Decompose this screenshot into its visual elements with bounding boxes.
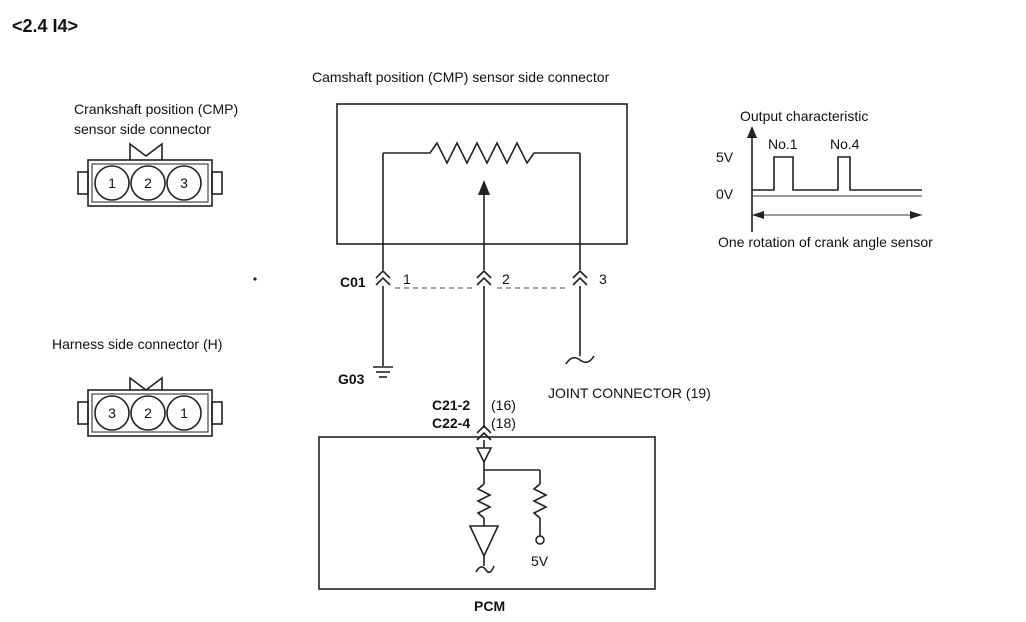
cmp-sensor-box [336,103,628,245]
connector-c01-label: C01 [340,274,366,290]
connector-c01-pin2-symbol [476,269,492,286]
joint-connector-symbol [565,355,595,365]
pin2-label: 2 [502,271,510,287]
connector-c01-pin3-symbol [572,269,588,286]
pcm-connector1-pin: (16) [491,397,516,413]
pcm-connector2-label: C22-4 [432,415,470,431]
ground-symbol [373,366,393,378]
stray-dot [253,277,257,281]
harness-pin-2: 2 [144,405,152,421]
output-high-level-label: 5V [716,149,734,165]
cmp-connector-title: Camshaft position (CMP) sensor side conn… [312,69,610,85]
crank-connector-title-line2: sensor side connector [74,121,211,137]
pcm-label: PCM [474,598,505,614]
crank-pin-3: 3 [180,175,188,191]
pcm-internal-circuit [468,440,548,574]
output-low-level-label: 0V [716,186,734,202]
harness-connector-icon: 3 2 1 [77,376,223,437]
cmp-resistor [383,141,580,165]
connector-c01-pin1-symbol [375,269,391,286]
pcm-box [318,436,656,590]
joint-connector-label: JOINT CONNECTOR (19) [548,385,711,401]
crank-connector-title-line1: Crankshaft position (CMP) [74,101,238,117]
output-characteristic-chart [747,126,922,232]
crank-connector-icon: 1 2 3 [77,142,223,207]
harness-pin-1: 1 [180,405,188,421]
pulse-no1-label: No.1 [768,136,798,152]
output-characteristic-caption: One rotation of crank angle sensor [718,234,933,250]
pcm-supply-label: 5V [531,553,549,569]
pcm-connector1-label: C21-2 [432,397,470,413]
pcm-connector2-pin: (18) [491,415,516,431]
harness-pin-3: 3 [108,405,116,421]
crank-pin-2: 2 [144,175,152,191]
pcm-connector-symbol [476,424,492,441]
output-characteristic-title: Output characteristic [740,108,868,124]
pulse-no4-label: No.4 [830,136,860,152]
pin1-label: 1 [403,271,411,287]
crank-pin-1: 1 [108,175,116,191]
cmp-wiper-arrowhead [478,180,490,195]
page-heading: <2.4 I4> [12,16,78,36]
pin3-label: 3 [599,271,607,287]
ground-label: G03 [338,371,365,387]
harness-connector-title: Harness side connector (H) [52,336,222,352]
